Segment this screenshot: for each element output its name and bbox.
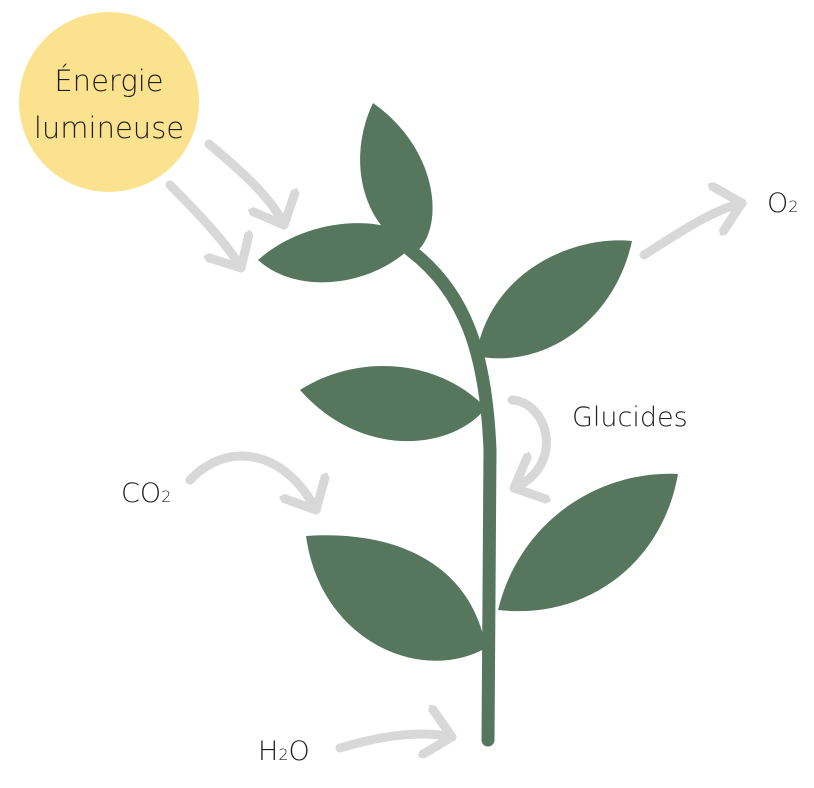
leaf-lower-left [306, 535, 486, 661]
o2-label-base: O [767, 188, 788, 219]
h2o-label-post: O [289, 736, 310, 767]
sun-circle [19, 12, 199, 192]
plant [258, 103, 678, 747]
co2-label: CO2 [121, 478, 171, 509]
leaf-top-left [258, 223, 418, 283]
arrows [165, 139, 747, 748]
co2-label-base: CO [121, 478, 161, 509]
sun: Énergie lumineuse [19, 12, 199, 192]
sun-label-line1: Énergie [54, 64, 163, 98]
light-arrow-lower [165, 180, 241, 273]
o2-arrow [639, 203, 747, 260]
h2o-arrow [335, 734, 457, 748]
co2-arrow [185, 451, 316, 515]
glucides-arrow [507, 395, 546, 488]
co2-label-subscript: 2 [161, 487, 171, 506]
plant-stem [403, 243, 497, 747]
sun-label-line2: lumineuse [34, 111, 184, 145]
leaf-upper-right [476, 240, 632, 359]
light-arrow-upper [204, 139, 284, 230]
leaf-lower-right [498, 473, 678, 612]
glucides-label: Glucides [572, 402, 688, 433]
o2-label-subscript: 2 [788, 197, 798, 216]
leaf-top-upright [360, 103, 433, 253]
leaf-middle-left [300, 366, 486, 442]
h2o-label: H2O [258, 736, 310, 767]
h2o-label-subscript: 2 [278, 745, 288, 764]
o2-label: O2 [767, 188, 798, 219]
h2o-label-pre: H [258, 736, 278, 767]
